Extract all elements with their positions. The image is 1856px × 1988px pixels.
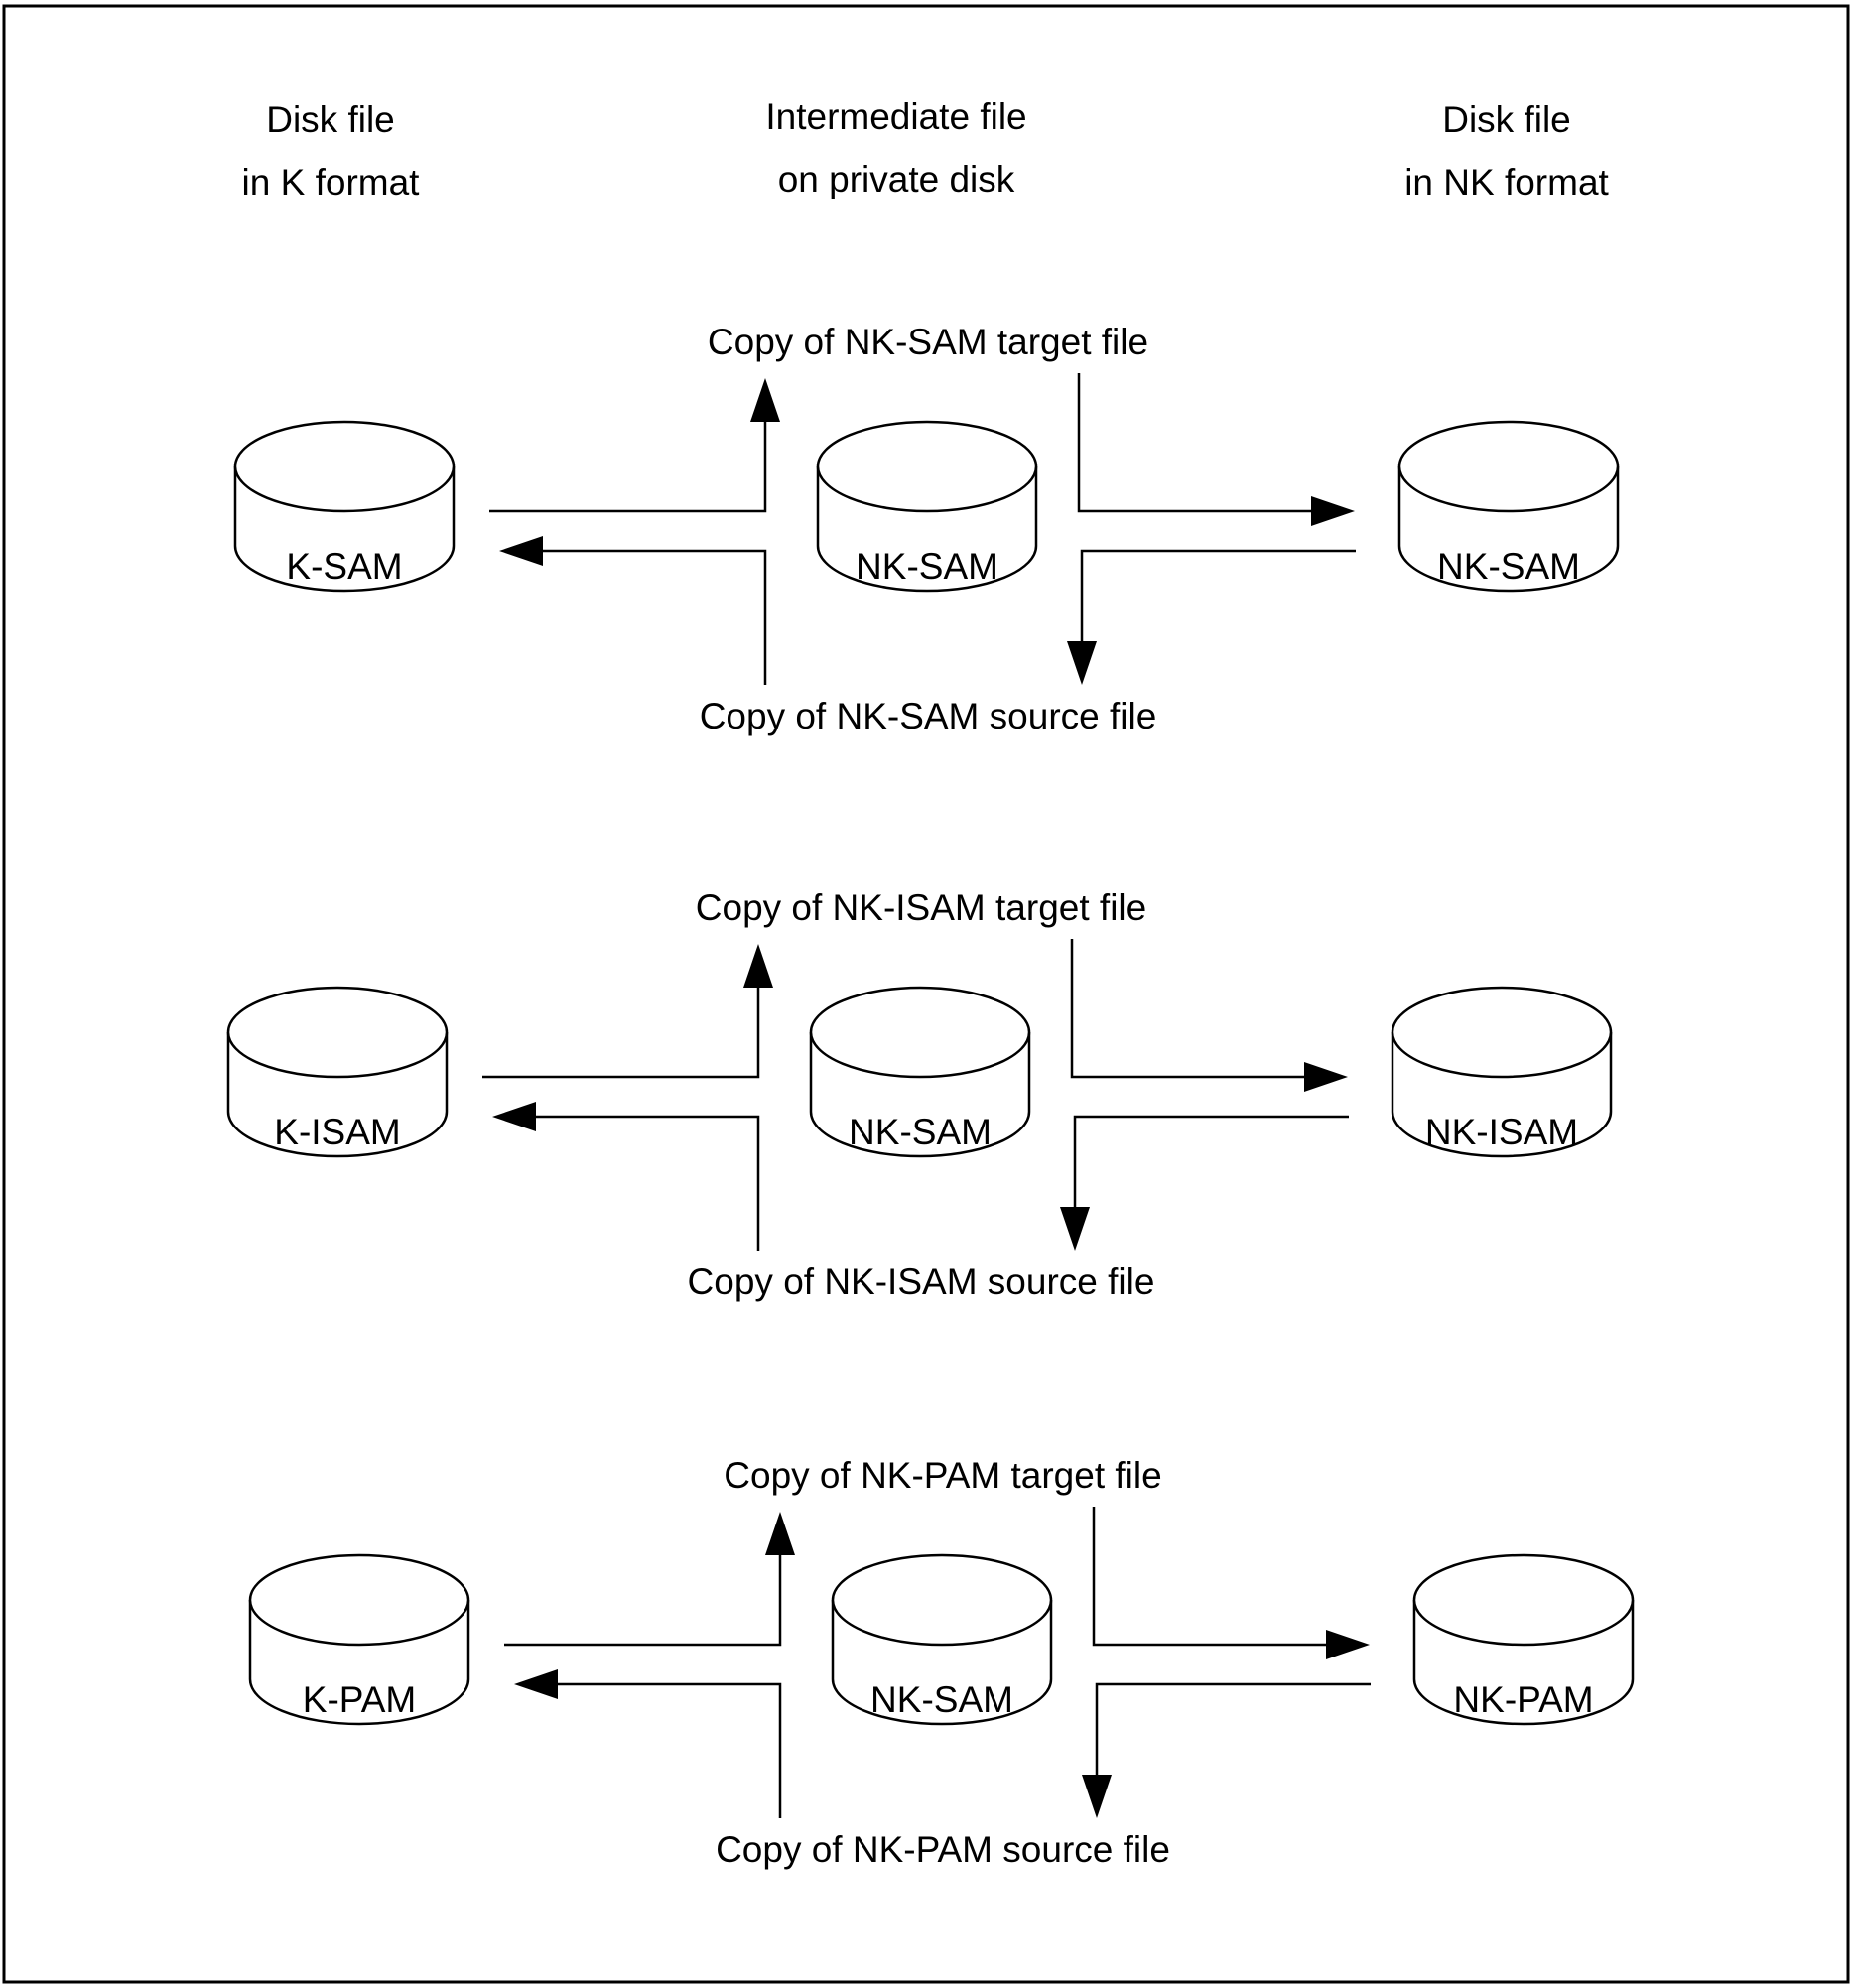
cylinder-label: NK-ISAM: [1425, 1112, 1578, 1152]
cylinder-top: [1397, 420, 1620, 513]
header-nk-format-line2: in NK format: [1404, 162, 1609, 202]
path-from-target-copy: [1070, 939, 1304, 1079]
path-from-source-copy: [558, 1682, 782, 1818]
header-intermediate-line1: Intermediate file: [765, 96, 1026, 137]
arrow-up-head: [765, 1512, 795, 1555]
path-to-target-copy: [489, 422, 767, 513]
cylinder-top: [1412, 1553, 1635, 1647]
path-from-source-copy: [543, 549, 767, 685]
arrow-left-head: [499, 536, 543, 566]
intermediate-disk-cylinder: NK-SAM: [816, 420, 1038, 593]
header-intermediate-line2: on private disk: [778, 159, 1015, 199]
cylinder-top: [248, 1553, 470, 1647]
source-file-label: Copy of NK-SAM source file: [700, 696, 1157, 736]
source-file-label: Copy of NK-ISAM source file: [688, 1261, 1155, 1302]
right-disk-cylinder: NK-PAM: [1412, 1553, 1635, 1726]
arrow-right-head: [1304, 1062, 1348, 1092]
arrow-down-head: [1060, 1207, 1090, 1251]
arrow-down-head: [1067, 641, 1097, 685]
cylinder-label: NK-SAM: [856, 546, 998, 587]
cylinder-label: NK-SAM: [1437, 546, 1580, 587]
arrow-left-head: [514, 1669, 558, 1699]
cylinder-top: [226, 986, 449, 1079]
target-file-label: Copy of NK-ISAM target file: [696, 887, 1146, 928]
path-to-source-copy: [1073, 1115, 1349, 1207]
cylinder-label: K-ISAM: [274, 1112, 400, 1152]
path-from-source-copy: [536, 1115, 760, 1251]
intermediate-disk-cylinder: NK-SAM: [809, 986, 1031, 1158]
cylinder-top: [233, 420, 456, 513]
arrow-right-head: [1326, 1630, 1370, 1659]
arrow-up-head: [743, 944, 773, 988]
source-file-label: Copy of NK-PAM source file: [716, 1829, 1170, 1870]
cylinder-label: NK-SAM: [849, 1112, 992, 1152]
header-k-format-line1: Disk file: [266, 99, 395, 140]
header-nk-format-line1: Disk file: [1442, 99, 1571, 140]
arrow-up-head: [750, 378, 780, 422]
path-to-target-copy: [482, 988, 760, 1079]
right-disk-cylinder: NK-SAM: [1397, 420, 1620, 593]
left-disk-cylinder: K-PAM: [248, 1553, 470, 1726]
path-to-target-copy: [504, 1555, 782, 1647]
cylinder-top: [831, 1553, 1053, 1647]
cylinder-label: NK-PAM: [1453, 1679, 1593, 1720]
left-disk-cylinder: K-ISAM: [226, 986, 449, 1158]
path-to-source-copy: [1080, 549, 1356, 641]
cylinder-top: [816, 420, 1038, 513]
intermediate-disk-cylinder: NK-SAM: [831, 1553, 1053, 1726]
target-file-label: Copy of NK-PAM target file: [724, 1455, 1161, 1496]
path-to-source-copy: [1095, 1682, 1371, 1775]
arrow-down-head: [1082, 1775, 1112, 1818]
cylinder-top: [809, 986, 1031, 1079]
cylinder-label: K-SAM: [286, 546, 402, 587]
cylinder-label: K-PAM: [303, 1679, 416, 1720]
path-from-target-copy: [1092, 1507, 1326, 1647]
right-disk-cylinder: NK-ISAM: [1391, 986, 1613, 1158]
path-from-target-copy: [1077, 373, 1311, 513]
arrow-left-head: [492, 1102, 536, 1131]
cylinder-label: NK-SAM: [870, 1679, 1013, 1720]
header-k-format-line2: in K format: [242, 162, 421, 202]
target-file-label: Copy of NK-SAM target file: [708, 322, 1148, 362]
left-disk-cylinder: K-SAM: [233, 420, 456, 593]
cylinder-top: [1391, 986, 1613, 1079]
arrow-right-head: [1311, 496, 1355, 526]
